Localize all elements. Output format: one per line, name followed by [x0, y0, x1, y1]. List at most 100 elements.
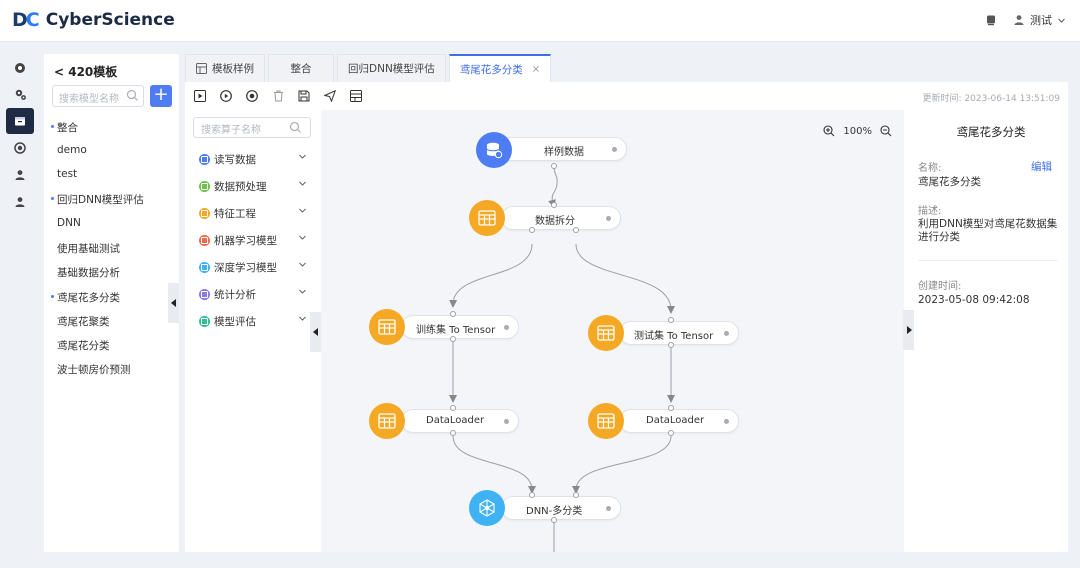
node-train-to-tensor[interactable]: 训练集 To Tensor	[401, 315, 519, 339]
template-item[interactable]: 鸢尾花聚类	[57, 316, 110, 328]
stats-icon	[199, 288, 210, 300]
node-dnn-multiclass[interactable]: DNN-多分类	[501, 496, 621, 520]
category-eval[interactable]: 模型评估	[199, 313, 311, 329]
chevron-down-icon	[299, 289, 306, 294]
operator-search-input[interactable]: 搜索算子名称	[193, 117, 311, 138]
node-status-dot	[612, 147, 617, 152]
rail-accounts[interactable]	[6, 189, 34, 215]
screen-icon[interactable]	[983, 12, 999, 28]
play-button[interactable]	[219, 89, 233, 103]
category-dl[interactable]: 深度学习模型	[199, 259, 311, 275]
rail-templates[interactable]	[6, 108, 34, 134]
rail-dashboard[interactable]	[6, 55, 34, 81]
template-item[interactable]: 回归DNN模型评估	[51, 194, 144, 206]
output-port[interactable]	[529, 227, 535, 233]
output-port[interactable]	[450, 430, 456, 436]
input-port[interactable]	[529, 492, 535, 498]
output-port[interactable]	[668, 430, 674, 436]
updated-time: 更新时间: 2023-06-14 13:51:09	[922, 94, 1060, 104]
brand-logo[interactable]: DC CyberScience	[12, 9, 175, 31]
rail-users[interactable]	[6, 162, 34, 188]
save-button[interactable]	[297, 89, 311, 103]
user-menu[interactable]: 测试	[1013, 12, 1066, 28]
template-item[interactable]: 波士顿房价预测	[57, 364, 131, 376]
zoom-controls: 100%	[823, 125, 892, 137]
run-all-button[interactable]	[193, 89, 207, 103]
input-port[interactable]	[450, 311, 456, 317]
name-label: 名称:	[918, 163, 942, 174]
template-search-input[interactable]: 搜索模型名称	[52, 85, 144, 107]
zoom-out-icon[interactable]	[880, 125, 892, 137]
table-icon	[588, 315, 624, 351]
input-port[interactable]	[551, 202, 557, 208]
created-label: 创建时间:	[918, 281, 962, 292]
brand-name: CyberScience	[45, 10, 175, 30]
close-tab-icon[interactable]: ×	[531, 63, 541, 75]
output-port[interactable]	[551, 163, 557, 169]
add-template-button[interactable]: +	[150, 85, 172, 107]
detail-title: 鸢尾花多分类	[956, 125, 1026, 139]
dashboard-icon	[15, 63, 25, 73]
template-item[interactable]: 鸢尾花多分类	[51, 292, 120, 304]
edit-link[interactable]: 编辑	[1031, 161, 1052, 173]
node-test-to-tensor[interactable]: 测试集 To Tensor	[619, 321, 739, 345]
icon-rail	[0, 52, 40, 552]
node-data-split[interactable]: 数据拆分	[501, 206, 621, 230]
node-dataloader-train[interactable]: DataLoader	[401, 409, 519, 433]
category-feature[interactable]: 特征工程	[199, 205, 311, 221]
category-preprocess[interactable]: 数据预处理	[199, 178, 311, 194]
collapse-detail-panel-button[interactable]	[903, 310, 914, 350]
input-port[interactable]	[573, 492, 579, 498]
table-icon	[369, 309, 405, 345]
rail-settings[interactable]	[6, 81, 34, 107]
template-item[interactable]: 整合	[51, 122, 78, 134]
template-item[interactable]: 使用基础测试	[57, 243, 120, 255]
collapse-template-panel-button[interactable]	[168, 283, 179, 323]
output-port[interactable]	[450, 336, 456, 342]
output-port[interactable]	[668, 342, 674, 348]
detail-panel: 鸢尾花多分类 名称: 编辑 鸢尾花多分类 描述: 利用DNN模型对鸢尾花数据集进…	[914, 110, 1068, 552]
tab-integration[interactable]: 整合	[268, 54, 334, 82]
tab-bar: 模板样例 整合 回归DNN模型评估 鸢尾花多分类 ×	[185, 54, 552, 82]
input-port[interactable]	[450, 405, 456, 411]
collapse-palette-button[interactable]	[310, 312, 321, 352]
stop-button[interactable]	[245, 89, 259, 103]
layout-button[interactable]	[349, 89, 363, 103]
user-icon	[1014, 15, 1024, 25]
play-icon	[220, 90, 232, 102]
template-item[interactable]: DNN	[57, 217, 81, 229]
table-icon	[469, 200, 505, 236]
tab-iris-multiclass[interactable]: 鸢尾花多分类 ×	[448, 54, 552, 82]
output-port[interactable]	[573, 227, 579, 233]
chevron-down-icon	[299, 316, 306, 321]
node-dataloader-test[interactable]: DataLoader	[619, 409, 739, 433]
output-port[interactable]	[551, 517, 557, 523]
send-icon	[324, 90, 336, 102]
publish-button[interactable]	[323, 89, 337, 103]
caret-left-icon	[312, 328, 318, 336]
zoom-in-icon[interactable]	[823, 125, 835, 137]
description-label: 描述:	[918, 206, 942, 217]
template-item[interactable]: 基础数据分析	[57, 267, 120, 279]
logo-mark: DC	[12, 9, 40, 31]
caret-right-icon	[906, 326, 912, 334]
user-name: 测试	[1030, 14, 1052, 27]
template-item[interactable]: 鸢尾花分类	[57, 340, 110, 352]
template-item[interactable]: demo	[57, 144, 87, 156]
tab-template-sample[interactable]: 模板样例	[185, 54, 265, 82]
chevron-down-icon	[299, 154, 306, 159]
delete-button[interactable]	[271, 89, 285, 103]
rail-models[interactable]	[6, 135, 34, 161]
input-port[interactable]	[668, 405, 674, 411]
template-item[interactable]: test	[57, 168, 78, 180]
tab-regression-dnn[interactable]: 回归DNN模型评估	[337, 54, 446, 82]
template-panel-title[interactable]: < 420模板	[54, 65, 118, 79]
chevron-down-icon	[299, 235, 306, 240]
category-stats[interactable]: 统计分析	[199, 286, 311, 302]
category-io[interactable]: 读写数据	[199, 151, 311, 167]
category-ml[interactable]: 机器学习模型	[199, 232, 311, 248]
layout-icon	[350, 90, 362, 102]
flow-canvas[interactable]: 100% 样例数据 数据拆分 训练集 To Tensor	[321, 110, 904, 552]
trash-icon	[273, 90, 283, 102]
input-port[interactable]	[668, 317, 674, 323]
